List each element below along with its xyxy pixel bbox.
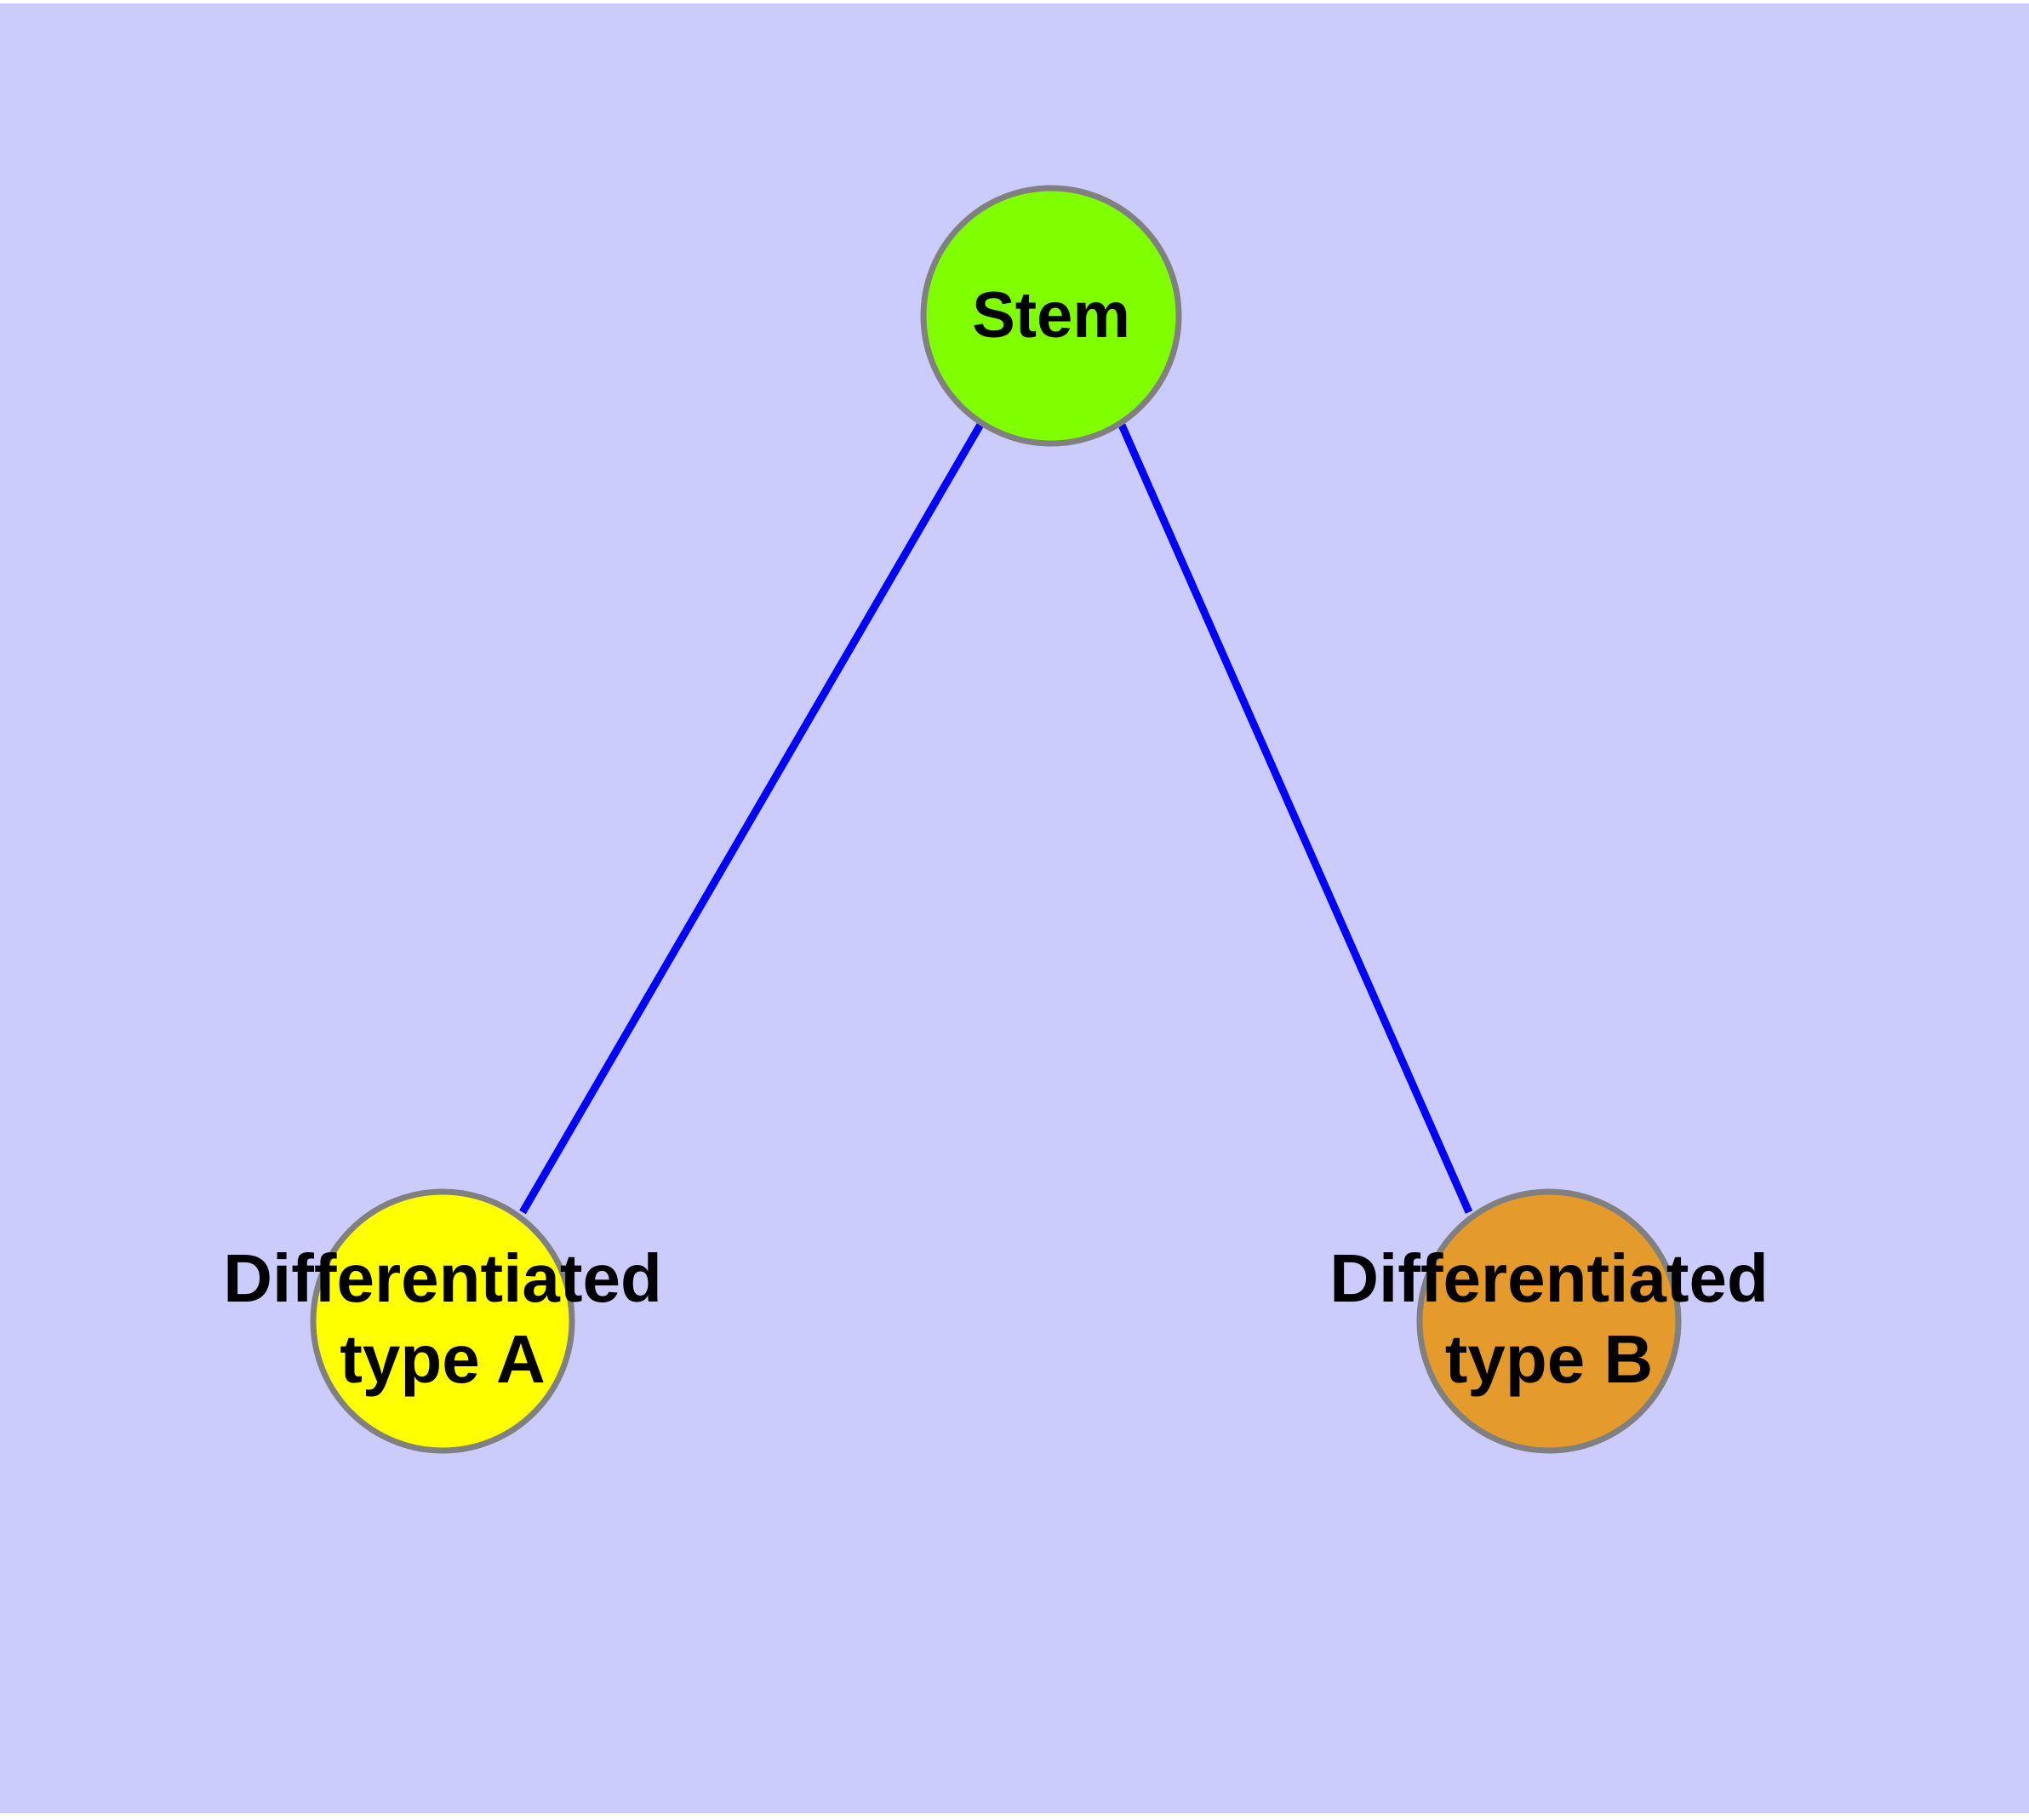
node-differentiated-type-b[interactable]: Differentiated type B [1329,1188,1769,1454]
node-differentiated-type-a-label-line1: Differentiated [223,1240,662,1316]
node-differentiated-type-a-circle[interactable] [310,1188,575,1454]
node-stem-label: Stem [972,279,1130,352]
node-differentiated-type-b-label-line1: Differentiated [1329,1240,1769,1316]
node-differentiated-type-a[interactable]: Differentiated type A [223,1188,662,1454]
node-stem-circle[interactable] [920,185,1182,447]
node-differentiated-type-b-circle[interactable] [1416,1188,1682,1454]
node-differentiated-type-b-label-line2: type B [1445,1321,1654,1397]
node-layer: Stem Differentiated type A Differentiate… [223,185,1769,1454]
node-stem[interactable]: Stem [920,185,1182,447]
edge-stem-to-differentiated-type-b [1117,421,1473,1214]
edge-stem-to-differentiated-type-a [519,421,985,1215]
node-differentiated-type-a-label-line2: type A [340,1321,546,1397]
edge-layer [519,421,1473,1215]
